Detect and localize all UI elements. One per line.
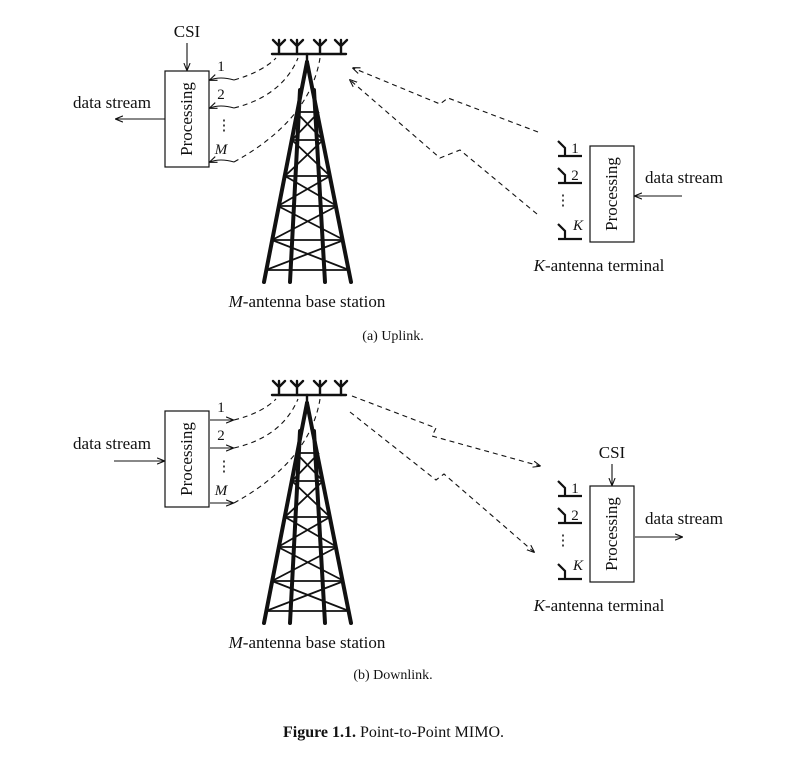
terminal: 1 2 ⋮ K Processing CSI data stream K-ant… [533,443,723,615]
terminal-port-ellipsis: ⋮ [556,193,571,209]
feed-m [233,57,321,163]
terminal-data-stream-label: data stream [645,509,723,528]
base-station-tower [262,38,353,284]
terminal-port-label-1: 1 [571,481,579,497]
figure-title: Point-to-Point MIMO. [360,724,505,741]
terminal-antennas [557,480,582,581]
mimo-diagram: Processing CSI data stream 1 2 ⋮ M M-ant… [73,22,723,683]
terminal-data-stream-label: data stream [645,168,723,187]
base-station-caption: M-antenna base station [228,292,386,311]
processing-label: Processing [177,422,196,496]
terminal-processing-label: Processing [602,157,621,231]
terminal-port-label-1: 1 [571,141,579,157]
uplink-wave-2 [350,80,538,215]
panel-caption-uplink: (a) Uplink. [362,329,423,344]
processing-box [164,70,210,168]
figure-caption: Figure 1.1. Point-to-Point MIMO. [0,724,787,742]
terminal-processing-box [589,485,635,583]
processing-label: Processing [177,82,196,156]
feed-m [233,398,321,504]
data-stream-label: data stream [73,434,151,453]
downlink-wave-2 [349,411,534,552]
terminal-caption: K-antenna terminal [533,596,665,615]
terminal-processing-box [589,145,635,243]
terminal-port-label-2: 2 [571,168,579,184]
data-stream-label: data stream [73,93,151,112]
port-label-1: 1 [217,400,225,416]
port-arrow-m [210,160,235,162]
feed-2 [233,57,299,109]
downlink-wave-1 [351,395,540,466]
base-station-antenna-array [270,379,349,409]
panel-downlink: Processing data stream 1 2 ⋮ M M-antenna… [73,379,723,683]
uplink-wave-1 [353,68,539,133]
terminal-csi-label: CSI [599,443,626,462]
panel-caption-downlink: (b) Downlink. [353,668,432,683]
csi-label: CSI [174,22,201,41]
terminal-port-label-k: K [572,558,584,574]
base-station-processing: Processing [164,410,210,508]
terminal-port-label-k: K [572,218,584,234]
feed-1 [233,57,277,81]
terminal-port-label-2: 2 [571,508,579,524]
terminal-antennas [557,140,582,241]
port-arrow-1 [210,78,235,80]
base-station-caption: M-antenna base station [228,633,386,652]
port-arrow-2 [210,106,235,108]
port-ellipsis: ⋮ [217,118,232,134]
base-station-antenna-array [270,38,349,68]
terminal-processing-label: Processing [602,497,621,571]
port-label-2: 2 [217,87,225,103]
feed-1 [233,398,277,421]
terminal-port-ellipsis: ⋮ [556,533,571,549]
port-ellipsis: ⋮ [217,459,232,475]
port-label-2: 2 [217,428,225,444]
figure-number: Figure 1.1. [282,724,356,741]
port-label-m: M [214,142,229,158]
panel-uplink: Processing CSI data stream 1 2 ⋮ M M-ant… [73,22,723,344]
base-station-processing: Processing [164,70,210,168]
processing-box [164,410,210,508]
port-label-m: M [214,483,229,499]
feed-2 [233,398,299,449]
base-station-tower [262,379,353,625]
terminal: 1 2 ⋮ K Processing data stream K-antenna… [533,140,723,275]
terminal-caption: K-antenna terminal [533,256,665,275]
port-label-1: 1 [217,59,225,75]
